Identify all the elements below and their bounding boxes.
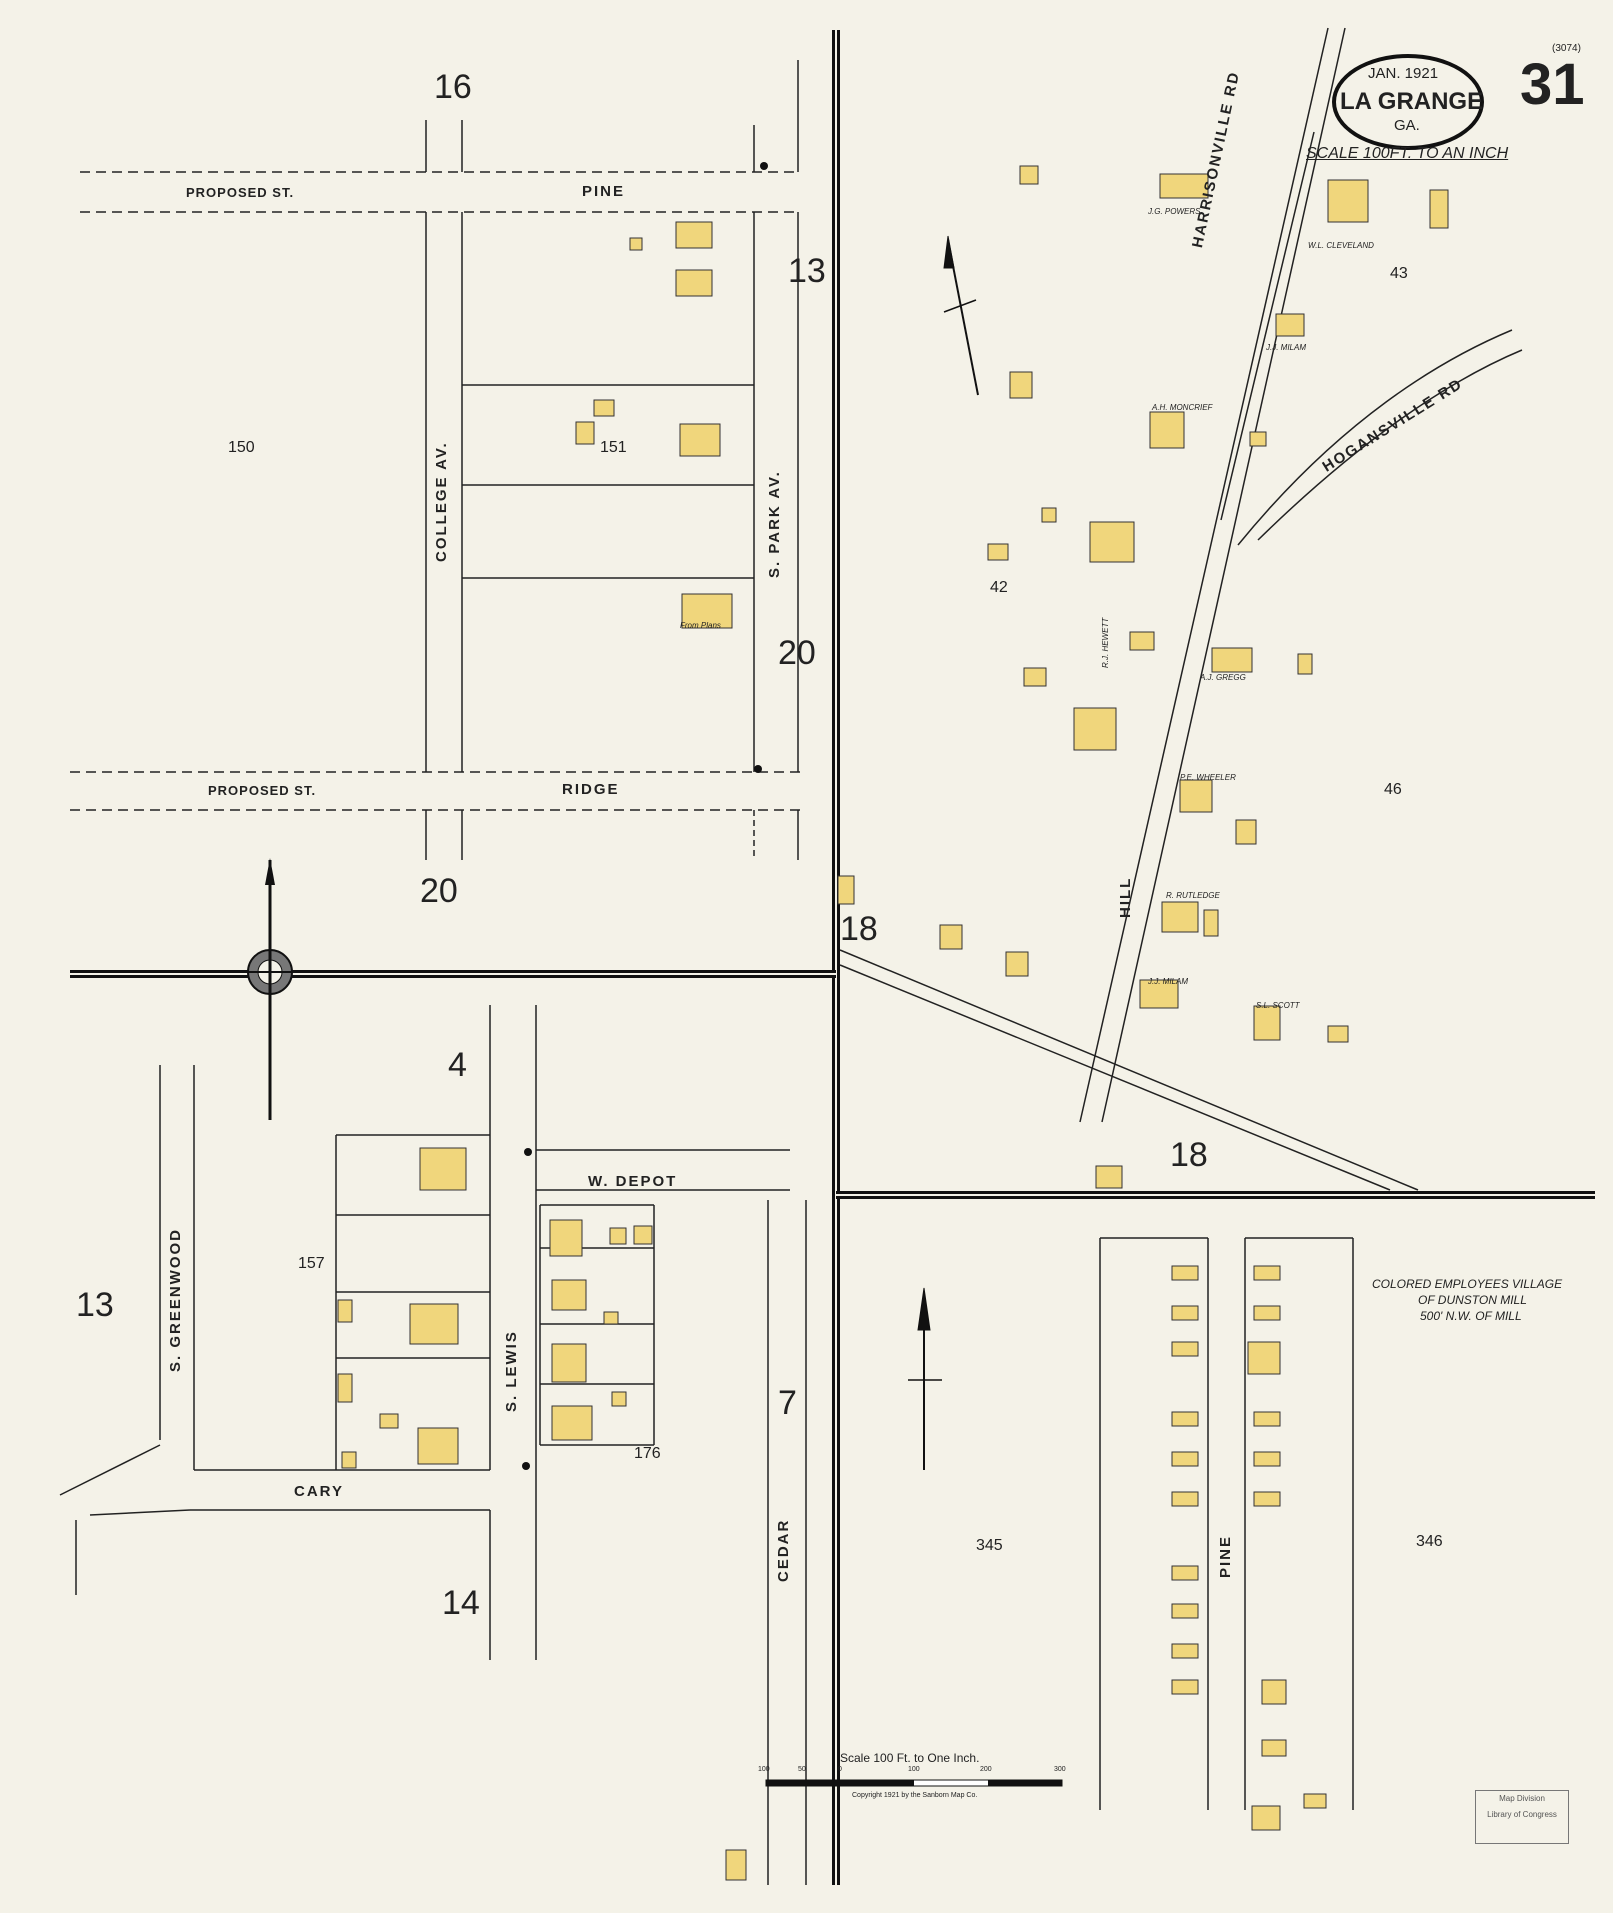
buildings [337, 165, 1449, 1881]
sheet-ref-18-left: 18 [840, 910, 878, 948]
scale-tick: 50 [798, 1766, 806, 1773]
block-42: 42 [990, 579, 1008, 596]
stamp-line-1: Map Division [1499, 1794, 1545, 1803]
owner-label: S.L. SCOTT [1256, 1001, 1300, 1010]
sheet-ref-14: 14 [442, 1584, 480, 1622]
block-157: 157 [298, 1255, 325, 1272]
street-label-proposed-top: PROPOSED ST. [186, 185, 295, 200]
street-lines-upper-left [70, 60, 800, 860]
scale-bar [765, 1779, 1063, 1787]
block-176: 176 [634, 1445, 661, 1462]
owner-label: R.J. HEWETT [1101, 617, 1110, 668]
village-note-line-2: OF DUNSTON MILL [1418, 1293, 1527, 1307]
owner-label: R. RUTLEDGE [1166, 891, 1220, 900]
street-label-pine-bottom: PINE [1217, 1534, 1234, 1578]
street-label-cedar: CEDAR [775, 1518, 792, 1582]
village-note-line-1: COLORED EMPLOYEES VILLAGE [1372, 1277, 1563, 1291]
scale-tick: 200 [980, 1766, 992, 1773]
village-note-line-3: 500' N.W. OF MILL [1420, 1309, 1522, 1323]
from-plans-note: From Plans [680, 621, 721, 630]
owner-label: J.J. MILAM [1266, 343, 1307, 352]
map-state: GA. [1394, 117, 1420, 134]
street-label-proposed-bottom: PROPOSED ST. [208, 783, 317, 798]
street-lines-lower-right [1099, 1237, 1354, 1810]
street-label-s-greenwood: S. GREENWOOD [167, 1227, 184, 1372]
block-345: 345 [976, 1537, 1003, 1554]
street-label-hill: HILL [1117, 876, 1134, 918]
north-arrow-lower [908, 1287, 942, 1470]
copyright-note: Copyright 1921 by the Sanborn Map Co. [852, 1792, 978, 1799]
owner-label: W.L. CLEVELAND [1308, 241, 1374, 250]
stamp-line-2: Library of Congress [1487, 1810, 1557, 1819]
block-43: 43 [1390, 265, 1408, 282]
owner-label: P.E. WHEELER [1180, 773, 1236, 782]
street-lines-lower-left [59, 1005, 807, 1885]
block-150: 150 [228, 439, 255, 456]
sheet-ref-20-bottom: 20 [420, 872, 458, 910]
scale-tick: 300 [1054, 1766, 1066, 1773]
compass-rose-icon [232, 858, 310, 1120]
main-rail-lines [70, 30, 1595, 1885]
scale-tick: 100 [758, 1766, 770, 1773]
block-46: 46 [1384, 781, 1402, 798]
sheet-ref-13-lower: 13 [76, 1286, 114, 1324]
sheet-small-number: (3074) [1552, 43, 1581, 54]
street-label-s-lewis: S. LEWIS [503, 1330, 520, 1412]
scale-note: SCALE 100FT. TO AN INCH [1306, 145, 1509, 162]
owner-label: A.H. MONCRIEF [1152, 403, 1213, 412]
street-label-s-park-av: S. PARK AV. [766, 470, 783, 578]
sheet-ref-20-right: 20 [778, 634, 816, 672]
street-lines-upper-right [839, 27, 1523, 1191]
sheet-ref-13-upper: 13 [788, 252, 826, 290]
sheet-ref-16: 16 [434, 68, 472, 106]
owner-label: J.G. POWERS [1148, 207, 1201, 216]
map-city: LA GRANGE [1340, 88, 1484, 115]
sheet-ref-7: 7 [778, 1384, 797, 1422]
street-label-w-depot: W. DEPOT [588, 1173, 678, 1190]
sheet-ref-4: 4 [448, 1046, 467, 1084]
library-stamp: Map Division Library of Congress [1475, 1790, 1569, 1844]
title-cartouche [1332, 54, 1484, 150]
sheet-number: 31 [1520, 52, 1585, 117]
hydrants [522, 162, 768, 1470]
owner-label: J.J. MILAM [1148, 977, 1189, 986]
street-label-college-av: COLLEGE AV. [433, 441, 450, 562]
scale-tick: 0 [838, 1766, 842, 1773]
block-346: 346 [1416, 1533, 1443, 1550]
street-label-ridge: RIDGE [562, 781, 620, 798]
sheet-ref-18-right: 18 [1170, 1136, 1208, 1174]
map-date: JAN. 1921 [1368, 65, 1439, 82]
block-151: 151 [600, 439, 627, 456]
street-label-cary: CARY [294, 1483, 344, 1500]
scale-bar-title: Scale 100 Ft. to One Inch. [840, 1751, 980, 1765]
north-arrow-upper [943, 235, 979, 396]
street-label-pine-top: PINE [582, 183, 626, 200]
scale-tick: 100 [908, 1766, 920, 1773]
owner-label: A.J. GREGG [1200, 673, 1246, 682]
